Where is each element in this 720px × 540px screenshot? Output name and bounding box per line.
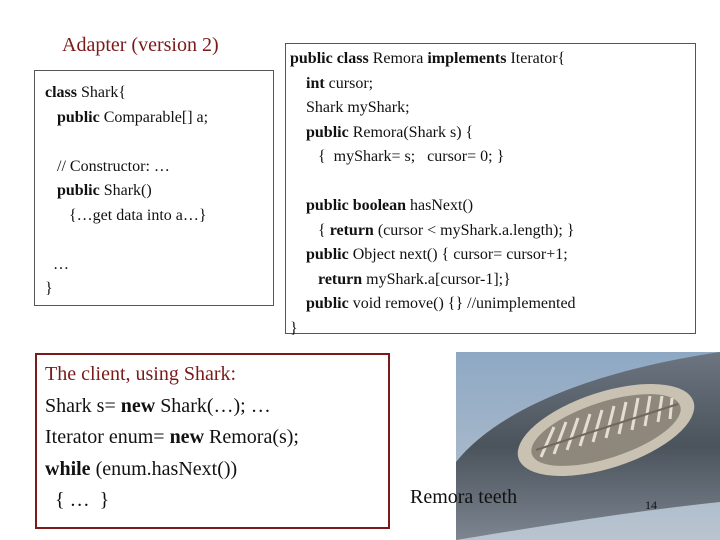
remora-code-line: public void remove() {} //unimplemented: [290, 296, 576, 321]
code-keyword: while: [45, 457, 91, 480]
code-keyword: public: [57, 182, 100, 199]
code-text: [290, 271, 318, 288]
code-text: hasNext(): [406, 197, 474, 214]
shark-code-line: class Shark{: [45, 85, 208, 110]
remora-class-box: public class Remora implements Iterator{…: [285, 43, 696, 336]
remora-code-line: public Object next() { cursor= cursor+1;: [290, 247, 576, 272]
client-box: The client, using Shark: Shark s= new Sh…: [35, 353, 390, 529]
code-text: myShark.a[cursor-1];}: [362, 270, 511, 288]
shark-code-line: {…get data into a…}: [45, 206, 208, 233]
remora-teeth-photo: [456, 352, 720, 540]
client-code-line: Iterator enum= new Remora(s);: [45, 426, 299, 458]
code-text: Shark{: [77, 84, 127, 101]
shark-class-code: class Shark{ public Comparable[] a; // C…: [45, 85, 208, 306]
remora-code-line: public class Remora implements Iterator{: [290, 51, 576, 76]
code-text: Iterator{: [506, 50, 566, 67]
code-keyword: new: [169, 426, 205, 448]
slide-number: 14: [645, 498, 657, 512]
shark-code-line: public Comparable[] a;: [45, 108, 209, 135]
remora-code-line: public Remora(Shark s) {: [290, 123, 576, 150]
remora-code-line: { myShark= s; cursor= 0; }: [290, 149, 576, 174]
code-text: Remora: [368, 50, 428, 67]
code-text: Object next() { cursor= cursor+1;: [348, 246, 568, 263]
remora-code-line: public boolean hasNext(): [290, 198, 576, 223]
slide-title: Adapter (version 2): [62, 34, 219, 56]
code-keyword: implements: [427, 50, 507, 67]
code-text: …: [53, 255, 69, 273]
code-text: { myShark= s; cursor= 0; }: [290, 148, 505, 165]
shark-code-line: [45, 134, 208, 159]
remora-code-line: { return (cursor < myShark.a.length); }: [290, 221, 576, 248]
code-keyword: public: [306, 246, 349, 263]
remora-teeth-image: [456, 352, 720, 540]
code-text: // Constructor: …: [57, 157, 170, 175]
code-keyword: return: [329, 221, 374, 239]
code-text: (cursor < myShark.a.length); }: [373, 221, 575, 239]
code-text: Shark myShark;: [290, 99, 410, 116]
code-keyword: class: [45, 84, 77, 101]
remora-code-line: int cursor;: [290, 74, 576, 101]
code-text: [290, 246, 306, 263]
code-text: (enum.hasNext()): [90, 457, 238, 480]
code-text: Comparable[] a;: [99, 108, 209, 126]
shark-class-box: class Shark{ public Comparable[] a; // C…: [34, 70, 274, 306]
shark-code-line: // Constructor: …: [45, 157, 208, 184]
remora-code-line: return myShark.a[cursor-1];}: [290, 270, 576, 297]
code-text: {: [290, 221, 330, 239]
code-keyword: new: [120, 394, 156, 417]
code-keyword: public class: [290, 50, 369, 67]
code-text: Shark s=: [45, 394, 121, 417]
code-text: [290, 124, 306, 141]
code-text: [290, 295, 306, 312]
shark-code-line: [45, 232, 208, 257]
remora-code-line: [290, 174, 576, 199]
code-text: void remove() {} //unimplemented: [348, 295, 576, 312]
code-text: Iterator enum=: [45, 426, 170, 448]
code-keyword: int: [306, 74, 325, 92]
code-text: Remora(s);: [204, 426, 299, 448]
code-keyword: public: [306, 295, 349, 312]
code-text: }: [290, 319, 298, 337]
code-text: [290, 197, 306, 214]
remora-code-line: Shark myShark;: [290, 100, 576, 125]
client-heading: The client, using Shark:: [45, 363, 237, 385]
code-text: { … }: [45, 489, 110, 511]
remora-code-line: }: [290, 319, 576, 346]
client-code: The client, using Shark: Shark s= new Sh…: [45, 363, 299, 521]
code-text: [290, 75, 306, 92]
code-text: Remora(Shark s) {: [348, 123, 474, 141]
code-keyword: return: [318, 270, 363, 288]
shark-code-line: }: [45, 281, 208, 306]
code-text: Shark(): [99, 182, 152, 199]
shark-code-line: …: [45, 255, 208, 282]
client-code-line: while (enum.hasNext()): [45, 458, 299, 490]
photo-caption: Remora teeth: [410, 486, 518, 508]
shark-code-line: public Shark(): [45, 183, 208, 208]
client-code-line: { … }: [45, 489, 299, 521]
remora-class-code: public class Remora implements Iterator{…: [290, 51, 576, 345]
code-text: Shark(…); …: [155, 394, 271, 417]
client-code-line: Shark s= new Shark(…); …: [45, 395, 299, 427]
code-text: {…get data into a…}: [69, 206, 207, 224]
code-keyword: public: [57, 108, 100, 126]
code-keyword: public: [306, 123, 349, 141]
code-text: cursor;: [324, 74, 374, 92]
code-keyword: public boolean: [306, 197, 407, 214]
code-text: }: [45, 280, 53, 297]
